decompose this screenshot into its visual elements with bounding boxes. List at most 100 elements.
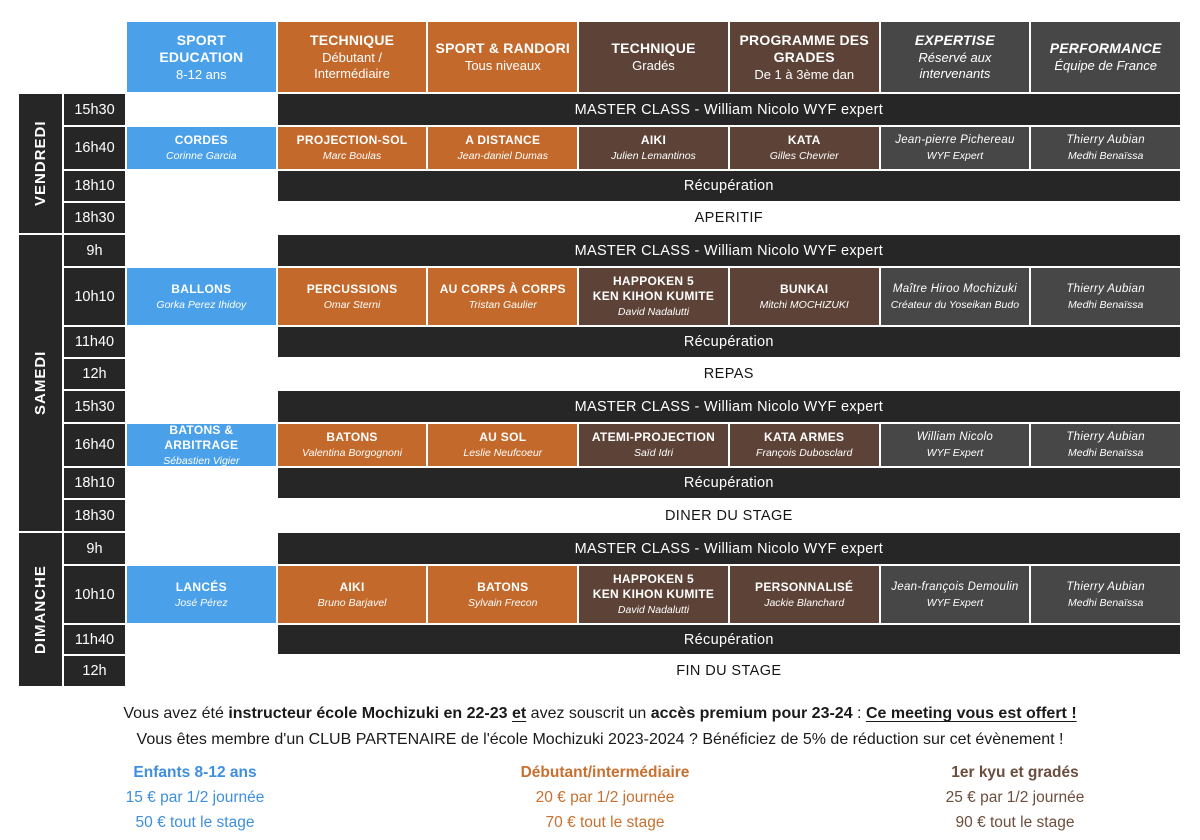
time-cell: 15h30: [64, 391, 125, 422]
header-sport-education: SPORT EDUCATION 8-12 ans: [127, 22, 276, 92]
session-instructor: Gorka Perez Ihidoy: [156, 298, 247, 311]
header-title: TECHNIQUE: [309, 32, 395, 48]
session-title: BATONS: [477, 579, 529, 594]
time-cell: 15h30: [64, 94, 125, 125]
session-title: ATEMI-PROJECTION: [591, 430, 716, 444]
session-title: AU SOL: [479, 430, 527, 444]
session-instructor: Mitchi MOCHIZUKI: [759, 298, 849, 311]
price-title: Enfants 8-12 ans: [133, 764, 257, 781]
session-title: BUNKAI: [779, 281, 829, 296]
session-title: KATA: [787, 133, 821, 147]
banner-end-of-stage: FIN DU STAGE: [277, 656, 1180, 686]
price-block-enfants: Enfants 8-12 ans 15 € par 1/2 journée 50…: [45, 760, 345, 835]
session-instructor: WYF Expert: [926, 150, 984, 162]
header-subtitle: Tous niveaux: [464, 58, 541, 73]
session-instructor: François Dubosclard: [756, 447, 853, 459]
banner-master-class: MASTER CLASS - William Nicolo WYF expert: [277, 391, 1180, 422]
session-cell: Thierry Aubian Medhi Benaïssa: [1031, 268, 1180, 325]
session-instructor: Tristan Gaulier: [468, 298, 537, 311]
session-instructor: Valentina Borgognoni: [302, 447, 403, 459]
price-title: 1er kyu et gradés: [951, 764, 1079, 781]
session-cell: BATONS Valentina Borgognoni: [277, 424, 427, 466]
header-sport-randori: SPORT & RANDORI Tous niveaux: [428, 22, 578, 92]
session-cell: BUNKAI Mitchi MOCHIZUKI: [729, 268, 879, 325]
header-subtitle: Équipe de France: [1054, 58, 1157, 73]
price-title: Débutant/intermédiaire: [520, 764, 690, 781]
header-title: SPORT & RANDORI: [435, 40, 570, 56]
price-half-day: 20 € par 1/2 journée: [535, 789, 675, 806]
session-cell: Jean-françois Demoulin WYF Expert: [880, 566, 1030, 623]
session-cell: Maître Hiroo Mochizuki Créateur du Yosei…: [880, 268, 1030, 325]
session-instructor: David Nadalutti: [617, 604, 690, 616]
header-subtitle: De 1 à 3ème dan: [754, 66, 855, 82]
session-instructor: Créateur du Yoseikan Budo: [890, 298, 1020, 311]
session-cell: William Nicolo WYF Expert: [880, 424, 1030, 466]
day-label-dimanche: DIMANCHE: [19, 533, 62, 686]
session-cell: AU SOL Leslie Neufcoeur: [428, 424, 578, 466]
session-title: BATONS & ARBITRAGE: [164, 422, 239, 452]
session-instructor: Medhi Benaïssa: [1067, 150, 1144, 162]
session-instructor: Jackie Blanchard: [764, 596, 845, 609]
time-cell: 18h30: [64, 203, 125, 233]
banner-lunch: REPAS: [277, 359, 1180, 389]
session-title: AIKI: [339, 579, 365, 594]
session-title: Maître Hiroo Mochizuki: [892, 282, 1018, 295]
session-instructor: WYF Expert: [926, 447, 984, 459]
price-block-grades: 1er kyu et gradés 25 € par 1/2 journée 9…: [860, 760, 1170, 835]
session-cell: Thierry Aubian Medhi Benaïssa: [1031, 424, 1180, 466]
note-line-2: Vous êtes membre d'un CLUB PARTENAIRE de…: [136, 731, 1064, 748]
time-cell: 12h: [64, 359, 125, 389]
session-title: HAPPOKEN 5: [612, 572, 694, 586]
session-cell: Jean-pierre Pichereau WYF Expert: [880, 127, 1030, 169]
banner-recovery: Récupération: [277, 171, 1180, 201]
header-subtitle: 8-12 ans: [176, 66, 227, 82]
session-cell: PERCUSSIONS Omar Sterni: [277, 268, 427, 325]
session-cell: HAPPOKEN 5 KEN KIHON KUMITE David Nadalu…: [579, 566, 728, 623]
session-cell: BALLONS Gorka Perez Ihidoy: [127, 268, 276, 325]
time-cell: 10h10: [64, 268, 125, 325]
session-instructor: Sylvain Frecon: [468, 596, 538, 609]
session-cell: Thierry Aubian Medhi Benaïssa: [1031, 127, 1180, 169]
session-instructor: Gilles Chevrier: [769, 150, 839, 162]
session-cell: CORDES Corinne Garcia: [127, 127, 276, 169]
session-title: HAPPOKEN 5: [612, 274, 694, 288]
time-cell: 9h: [64, 533, 125, 564]
session-title: A DISTANCE: [465, 133, 541, 147]
time-cell: 18h30: [64, 500, 125, 531]
session-instructor: Medhi Benaïssa: [1067, 596, 1144, 609]
session-cell: PROJECTION-SOL Marc Boulas: [277, 127, 427, 169]
session-title: AU CORPS À CORPS: [439, 281, 566, 296]
session-title: PERCUSSIONS: [306, 281, 398, 296]
header-programme-grades: PROGRAMME DES GRADES De 1 à 3ème dan: [729, 22, 879, 92]
header-title: TECHNIQUE: [611, 40, 696, 56]
banner-aperitif: APERITIF: [277, 203, 1180, 233]
session-cell: ATEMI-PROJECTION Saïd Idri: [579, 424, 728, 466]
price-half-day: 25 € par 1/2 journée: [945, 789, 1085, 806]
session-title: Thierry Aubian: [1066, 580, 1145, 593]
session-cell: BATONS & ARBITRAGE Sébastien Vigier: [127, 422, 276, 467]
time-cell: 11h40: [64, 327, 125, 357]
session-cell: LANCÉS José Pérez: [127, 566, 276, 623]
header-subtitle: Débutant / Intermédiaire: [314, 50, 390, 81]
session-title-line2: KEN KIHON KUMITE: [592, 289, 715, 303]
session-instructor: Sébastien Vigier: [163, 454, 240, 467]
session-instructor: Medhi Benaïssa: [1067, 298, 1144, 311]
banner-master-class: MASTER CLASS - William Nicolo WYF expert: [277, 533, 1180, 564]
session-instructor: Omar Sterni: [323, 298, 381, 311]
day-label-vendredi: VENDREDI: [19, 94, 62, 233]
time-cell: 16h40: [64, 127, 125, 169]
time-cell: 18h10: [64, 468, 125, 498]
header-technique-grades: TECHNIQUE Gradés: [579, 22, 728, 92]
banner-recovery: Récupération: [277, 468, 1180, 498]
price-half-day: 15 € par 1/2 journée: [125, 789, 265, 806]
header-title: EXPERTISE: [914, 32, 995, 48]
time-cell: 16h40: [64, 424, 125, 466]
session-title: PERSONNALISÉ: [755, 579, 854, 594]
header-title: PERFORMANCE: [1049, 40, 1162, 56]
session-instructor: Bruno Barjavel: [317, 596, 387, 609]
session-instructor: David Nadalutti: [617, 306, 690, 318]
session-cell: KATA ARMES François Dubosclard: [729, 424, 879, 466]
session-instructor: WYF Expert: [926, 596, 984, 609]
price-full-stage: 70 € tout le stage: [545, 814, 665, 831]
header-subtitle: Gradés: [632, 58, 675, 73]
